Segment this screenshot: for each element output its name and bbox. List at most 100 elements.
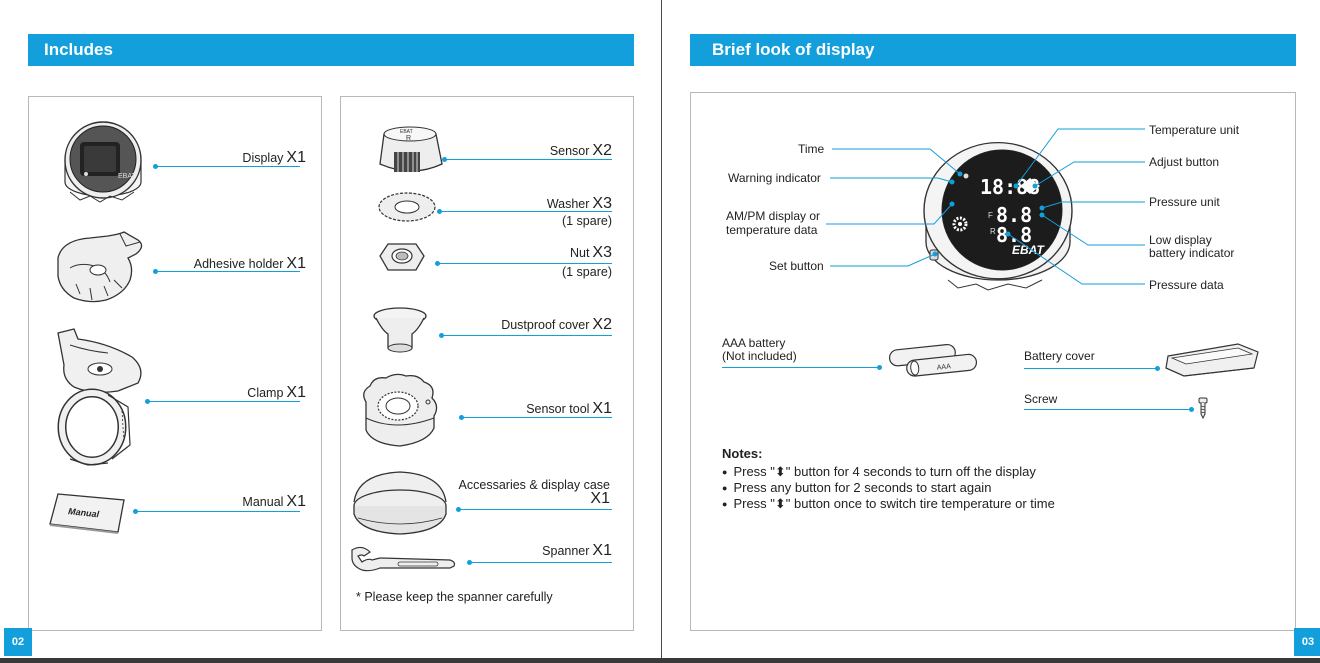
dustproof-cover-qty: X2 <box>592 316 612 333</box>
includes-header: Includes <box>28 34 634 66</box>
aaa-battery-text: AAA <box>937 363 952 371</box>
clamp-qty: X1 <box>286 384 306 401</box>
sensor-leader-line <box>445 159 612 160</box>
callout-time: Time <box>798 142 824 156</box>
aaa-battery-label-line1: AAA battery <box>722 336 785 350</box>
display-case-qty: X1 <box>560 490 610 508</box>
callout-set-button: Set button <box>769 259 824 273</box>
bottom-bar <box>0 658 1320 663</box>
nut-illustration <box>378 240 426 276</box>
spanner-qty: X1 <box>592 542 612 559</box>
manual-illustration: Manual <box>48 490 128 534</box>
clamp-label-text: Clamp <box>247 386 283 400</box>
note-item: ● Press "⬍" button for 4 seconds to turn … <box>722 464 1055 480</box>
sensor-qty: X2 <box>592 142 612 159</box>
aaa-battery-dot <box>877 365 882 370</box>
nut-label-text: Nut <box>570 246 589 260</box>
display-case-illustration <box>350 468 450 538</box>
display-overview-header: Brief look of display <box>690 34 1296 66</box>
note-item: ● Press any button for 2 seconds to start… <box>722 480 1055 496</box>
callout-adjust-button: Adjust button <box>1149 155 1219 169</box>
dustproof-cover-leader-line <box>442 335 612 336</box>
nut-spare: (1 spare) <box>470 265 612 279</box>
sensor-tool-qty: X1 <box>592 400 612 417</box>
adhesive-holder-leader-line <box>156 271 300 272</box>
callout-low-battery-line2: battery indicator <box>1149 246 1234 260</box>
note-text-2: Press any button for 2 seconds to start … <box>733 480 991 495</box>
battery-cover-label: Battery cover <box>1024 349 1095 363</box>
dustproof-cover-illustration <box>372 306 432 354</box>
nut-qty: X3 <box>592 244 612 261</box>
adhesive-holder-label-text: Adhesive holder <box>194 257 284 271</box>
callout-warning-indicator: Warning indicator <box>728 171 821 185</box>
washer-qty: X3 <box>592 195 612 212</box>
battery-cover-illustration <box>1162 340 1262 380</box>
sensor-tool-label-text: Sensor tool <box>526 402 589 416</box>
display-case-leader-line <box>459 509 612 510</box>
sensor-tool-leader-line <box>462 417 612 418</box>
note-text-3: Press "⬍" button once to switch tire tem… <box>733 496 1054 511</box>
note-text-1: Press "⬍" button for 4 seconds to turn o… <box>733 464 1035 479</box>
manual-leader-line <box>136 511 300 512</box>
manual-label-text: Manual <box>242 495 283 509</box>
callout-pressure-unit: Pressure unit <box>1149 195 1220 209</box>
battery-cover-leader-line <box>1024 368 1156 369</box>
spanner-label-text: Spanner <box>542 544 589 558</box>
aaa-battery-illustration: AAA <box>886 340 982 380</box>
dustproof-cover-label-text: Dustproof cover <box>501 318 589 332</box>
page-number-left: 02 <box>4 628 32 656</box>
spanner-leader-line <box>470 562 612 563</box>
adhesive-holder-qty: X1 <box>286 255 306 272</box>
adhesive-holder-illustration <box>50 228 150 308</box>
page-number-right: 03 <box>1294 628 1320 656</box>
spanner-illustration <box>350 544 458 576</box>
sensor-illustration: EBAT R <box>376 122 446 182</box>
display-illustration: EBAT <box>60 130 150 210</box>
clamp-illustration <box>48 325 148 467</box>
display-leader-line <box>156 166 300 167</box>
battery-cover-dot <box>1155 366 1160 371</box>
manual-qty: X1 <box>286 493 306 510</box>
callout-ampm-line1: AM/PM display or <box>726 209 820 223</box>
aaa-battery-label-line2: (Not included) <box>722 349 797 363</box>
callout-low-battery-line1: Low display <box>1149 233 1212 247</box>
sensor-tool-illustration <box>356 372 446 452</box>
callout-ampm-line2: temperature data <box>726 223 817 237</box>
sensor-letter-text: R <box>406 135 411 142</box>
screw-dot <box>1189 407 1194 412</box>
screw-illustration <box>1197 396 1209 420</box>
aaa-battery-leader-line <box>722 367 878 368</box>
callout-temperature-unit: Temperature unit <box>1149 123 1239 137</box>
page-divider <box>661 0 662 663</box>
note-bullet: ● <box>722 483 727 493</box>
sensor-label-text: Sensor <box>550 144 590 158</box>
spanner-footnote: * Please keep the spanner carefully <box>356 590 553 604</box>
note-bullet: ● <box>722 499 727 509</box>
display-brand-small: EBAT <box>118 173 136 180</box>
display-label-text: Display <box>242 151 283 165</box>
washer-spare: (1 spare) <box>470 214 612 228</box>
washer-illustration <box>377 190 437 224</box>
includes-title: Includes <box>44 40 113 59</box>
display-qty: X1 <box>286 149 306 166</box>
callout-pressure-data: Pressure data <box>1149 278 1224 292</box>
screw-leader-line <box>1024 409 1190 410</box>
washer-leader-line <box>440 211 612 212</box>
notes-section: Notes: ● Press "⬍" button for 4 seconds t… <box>722 446 1055 512</box>
note-item: ● Press "⬍" button once to switch tire te… <box>722 496 1055 512</box>
screw-label: Screw <box>1024 392 1057 406</box>
washer-label-text: Washer <box>547 197 590 211</box>
display-label: DisplayX1 <box>200 149 306 167</box>
clamp-leader-line <box>148 401 300 402</box>
note-bullet: ● <box>722 467 727 477</box>
notes-title: Notes: <box>722 446 1055 461</box>
display-overview-title: Brief look of display <box>712 40 874 59</box>
nut-leader-line <box>438 263 612 264</box>
